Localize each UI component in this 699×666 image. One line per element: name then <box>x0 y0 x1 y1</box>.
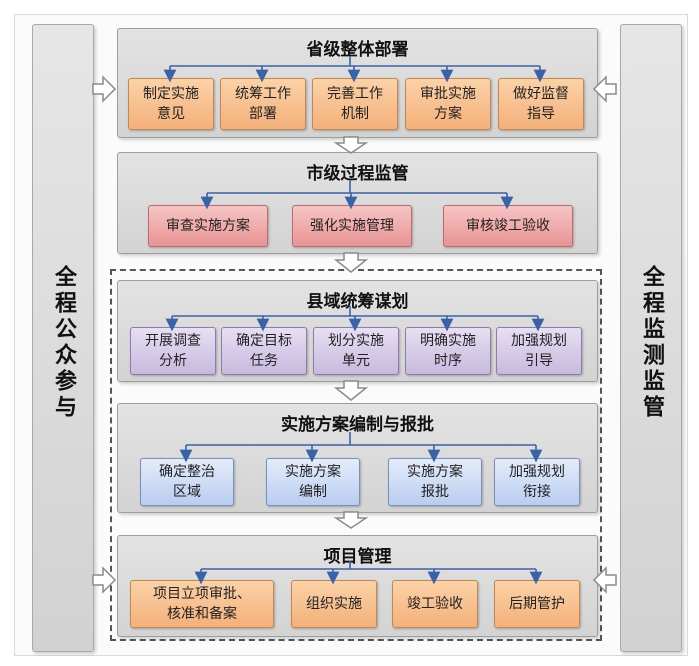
section-title-county-planning: 县域统筹谋划 <box>306 292 409 312</box>
section-title-project-management: 项目管理 <box>323 547 392 567</box>
left-arrow-top <box>92 75 117 103</box>
down-arrow-1 <box>333 136 369 154</box>
down-arrow-2 <box>333 252 369 273</box>
down-arrow-4 <box>333 511 369 529</box>
city-item-2: 强化实施管理 <box>292 205 412 247</box>
county-item-3: 划分实施 单元 <box>313 327 399 375</box>
county-item-1: 开展调查 分析 <box>130 327 216 375</box>
provincial-item-4: 审批实施 方案 <box>405 78 491 130</box>
section-title-plan-compilation: 实施方案编制与报批 <box>281 415 434 435</box>
provincial-item-1: 制定实施 意见 <box>128 78 214 130</box>
project-item-1: 项目立项审批、 核准和备案 <box>130 580 274 628</box>
left-arrow-bottom <box>92 566 117 594</box>
monitoring-supervision-label: 全程监测监管 <box>639 265 664 421</box>
public-participation-label: 全程公众参与 <box>51 265 76 421</box>
public-participation-bar: 全程公众参与 <box>32 24 94 652</box>
county-scope-dashed-border <box>110 269 602 641</box>
down-arrow-3 <box>333 380 369 401</box>
monitoring-supervision-bar: 全程监测监管 <box>620 24 682 652</box>
project-item-4: 后期管护 <box>494 580 580 628</box>
provincial-item-2: 统筹工作 部署 <box>220 78 306 130</box>
project-item-3: 竣工验收 <box>392 580 478 628</box>
city-item-1: 审查实施方案 <box>148 205 268 247</box>
right-arrow-top <box>592 75 617 103</box>
plan-item-3: 实施方案 报批 <box>388 458 482 506</box>
city-item-3: 审核竣工验收 <box>443 205 573 247</box>
plan-item-2: 实施方案 编制 <box>266 458 360 506</box>
section-title-provincial: 省级整体部署 <box>306 40 409 60</box>
right-arrow-bottom <box>592 566 617 594</box>
county-item-2: 确定目标 任务 <box>221 327 307 375</box>
section-title-city: 市级过程监管 <box>306 164 409 184</box>
county-item-5: 加强规划 引导 <box>496 327 582 375</box>
county-item-4: 明确实施 时序 <box>405 327 491 375</box>
plan-item-4: 加强规划 衔接 <box>494 458 580 506</box>
